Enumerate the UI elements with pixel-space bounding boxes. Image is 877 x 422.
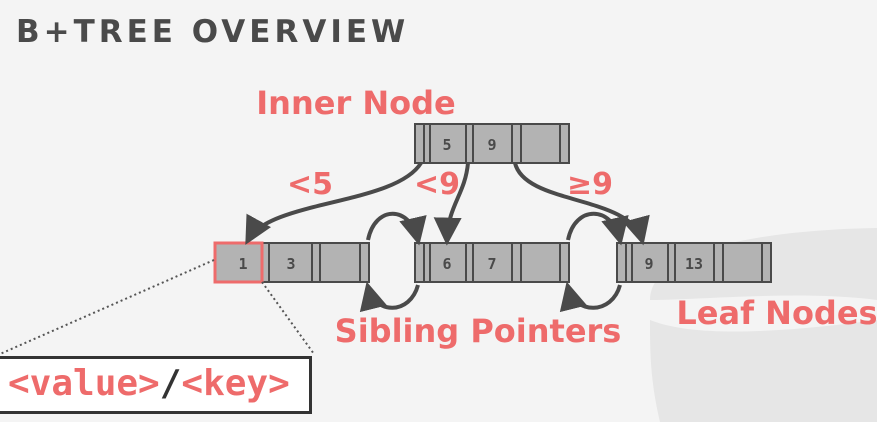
pointer-ge9 <box>513 162 650 246</box>
callout-line-left <box>0 259 215 355</box>
leaf-node-1: 1 3 <box>213 241 370 284</box>
leaf3-key-1: 9 <box>644 255 653 273</box>
leaf-node-2: 6 7 <box>414 242 570 283</box>
pointer-label-lt5: <5 <box>287 167 333 202</box>
value-key-legend: <value>/<key> <box>0 356 312 414</box>
leaf1-key-1: 1 <box>238 255 247 273</box>
inner-node: 5 9 <box>414 123 570 164</box>
sibling-pointer-1-to-2 <box>366 211 427 246</box>
pointer-label-ge9: ≥9 <box>567 167 613 202</box>
leaf1-key-2: 3 <box>286 255 295 273</box>
leaf-node-3: 9 13 <box>616 242 772 283</box>
leaf2-key-2: 7 <box>487 255 496 273</box>
sibling-pointers-label: Sibling Pointers <box>335 312 622 350</box>
inner-key-2: 9 <box>487 136 496 154</box>
callout-line-right <box>261 281 315 355</box>
pointer-label-lt9: <9 <box>414 167 460 202</box>
key-token: <key> <box>181 363 290 404</box>
slide-title: B+TREE OVERVIEW <box>16 14 410 50</box>
sibling-pointer-3-to-2 <box>559 281 622 313</box>
value-token: <value> <box>8 363 160 404</box>
value-key-text: <value>/<key> <box>8 363 290 404</box>
sibling-pointer-2-to-3 <box>566 211 629 246</box>
pointer-lt5 <box>245 161 423 245</box>
leaf-nodes-label: Leaf Nodes <box>676 294 877 332</box>
inner-node-label: Inner Node <box>256 84 455 122</box>
sibling-pointer-2-to-1 <box>359 281 420 313</box>
separator-token: / <box>159 363 182 404</box>
leaf3-key-2: 13 <box>685 255 703 273</box>
pointer-lt9 <box>433 162 470 246</box>
highlighted-key-slot <box>213 241 264 284</box>
leaf2-key-1: 6 <box>442 255 451 273</box>
inner-key-1: 5 <box>442 136 451 154</box>
